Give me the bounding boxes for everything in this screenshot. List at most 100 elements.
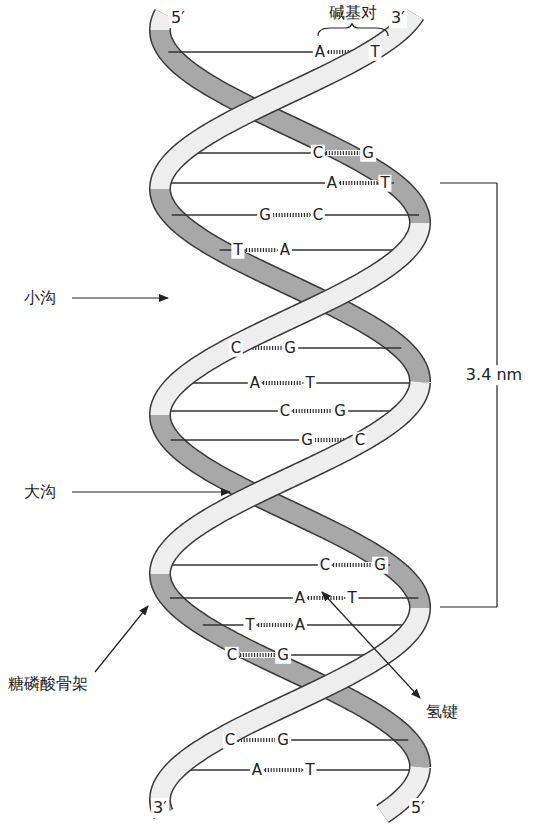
strand-ribbon (160, 415, 420, 608)
base-letter: G (275, 732, 291, 749)
base-letter: A (278, 242, 292, 259)
base-pair-rung (172, 214, 419, 215)
base-letter: C (353, 432, 367, 449)
base-letter: C (225, 647, 239, 664)
hydrogen-bond (263, 381, 302, 385)
strand-ribbon (160, 189, 420, 382)
part-label: 小沟 (22, 288, 58, 308)
bond-gap (273, 212, 310, 218)
bracket-tick (440, 606, 497, 607)
strand-outline (160, 382, 420, 574)
hydrogen-bond (340, 181, 377, 185)
strand-end: 5′ (169, 8, 187, 28)
base-letter: T (243, 617, 256, 634)
base-letter: A (293, 590, 307, 607)
bond-gap (263, 380, 302, 386)
leader-arrow (95, 606, 148, 672)
strand-outline (160, 574, 420, 767)
bond-gap (258, 622, 292, 628)
base-letter: T (368, 44, 381, 61)
leader-arrow (72, 297, 168, 298)
annotation-lines (72, 22, 497, 698)
base-letter: T (303, 762, 316, 779)
base-pair-rung (203, 624, 415, 625)
base-letter: T (303, 375, 316, 392)
bracket-line (496, 183, 497, 607)
base-letter: C (278, 403, 292, 420)
base-pair-rung (220, 249, 408, 250)
base-pair-rung (161, 182, 394, 183)
part-label: 糖磷酸骨架 (6, 674, 90, 694)
bond-gap (333, 562, 372, 568)
strand-ribbon (160, 608, 420, 800)
strand-ribbon (160, 382, 420, 574)
hydrogen-bond (238, 738, 275, 742)
bond-gap (246, 247, 277, 253)
base-letter: G (282, 340, 298, 357)
base-letter: C (311, 207, 325, 224)
base-letter: C (311, 145, 325, 162)
bond-gap (265, 767, 302, 773)
base-letter: G (332, 403, 348, 420)
base-letter: A (250, 762, 264, 779)
bond-gap (293, 408, 332, 414)
base-letter: C (223, 732, 237, 749)
base-letter: G (372, 557, 388, 574)
strand-ribbon (160, 14, 164, 30)
base-letter: G (299, 432, 315, 449)
base-pair-rung (177, 382, 420, 383)
hydrogen-bond (246, 248, 277, 252)
base-letter: C (229, 340, 243, 357)
hydrogen-bond (273, 213, 310, 217)
strand-outline (160, 30, 420, 223)
base-letter: A (293, 617, 307, 634)
strand-end: 3′ (389, 8, 407, 28)
base-letter: T (231, 242, 244, 259)
base-letter: T (345, 590, 358, 607)
hydrogen-bond (258, 623, 292, 627)
strand-ribbon (160, 14, 415, 189)
base-pair-rung (230, 347, 401, 348)
strand-outline (160, 14, 415, 189)
leader-arrow (72, 491, 230, 492)
leader-arrow (322, 592, 420, 698)
base-letter: G (360, 145, 376, 162)
base-pair-rung (161, 564, 390, 565)
strand-outline (160, 14, 164, 30)
hydrogen-bond (326, 151, 360, 155)
part-label: 碱基对 (327, 3, 379, 23)
bond-gap (340, 180, 377, 186)
bracket-tick (440, 182, 497, 183)
base-pair-rung (218, 739, 409, 740)
hydrogen-bond (265, 768, 302, 772)
brace (318, 22, 388, 36)
strand-ribbon (160, 574, 420, 767)
base-pair-rung (175, 769, 419, 770)
strand-end: 5′ (409, 798, 427, 818)
hydrogen-bond (333, 563, 372, 567)
strand-outline (160, 415, 420, 608)
hydrogen-bond (293, 409, 332, 413)
base-letter: T (378, 175, 391, 192)
base-pair-rung (168, 51, 370, 52)
base-letter: A (325, 175, 339, 192)
strand-outline (160, 189, 420, 382)
base-letter: G (257, 207, 273, 224)
bond-gap (326, 150, 360, 156)
hydrogen-bond (240, 653, 275, 657)
base-letter: G (275, 647, 291, 664)
strand-ribbon (160, 223, 420, 415)
base-letter: A (248, 375, 262, 392)
part-label: 大沟 (22, 482, 58, 502)
dimension: 3.4 nm (464, 365, 524, 385)
strand-outline (160, 223, 420, 415)
front-strand (160, 14, 420, 814)
base-letter: C (318, 557, 332, 574)
part-label: 氢键 (424, 702, 460, 722)
strand-ribbon (160, 30, 420, 223)
strand-end: 3′ (151, 798, 169, 818)
strand-outline (160, 608, 420, 800)
base-pair-rung (171, 439, 365, 440)
base-letter: A (313, 44, 327, 61)
bond-gap (240, 652, 275, 658)
